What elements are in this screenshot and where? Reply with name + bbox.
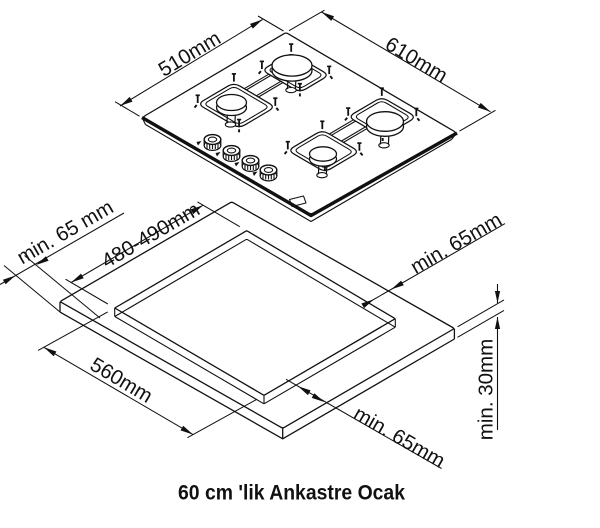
svg-text:min. 30mm: min. 30mm [475,339,498,440]
svg-text:60 cm 'lik Ankastre Ocak: 60 cm 'lik Ankastre Ocak [178,481,405,505]
